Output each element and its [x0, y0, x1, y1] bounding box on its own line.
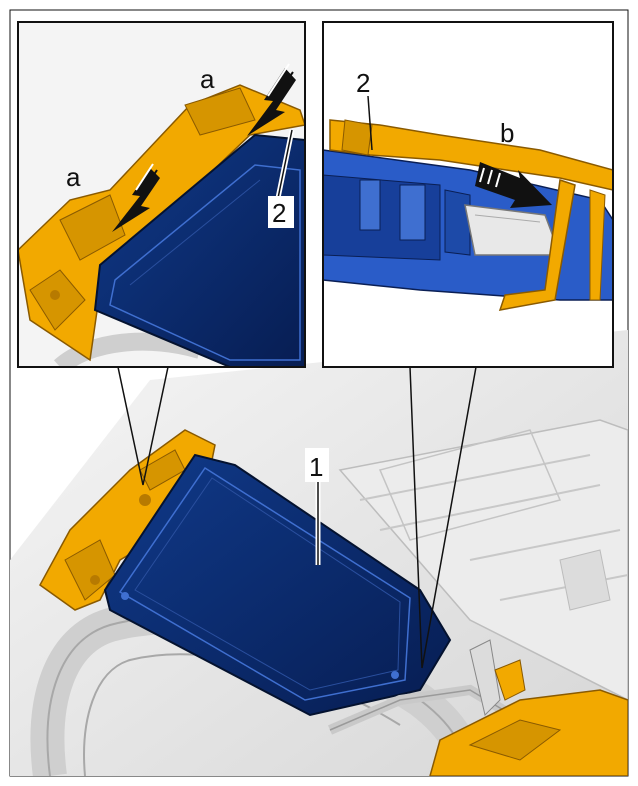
label-1: 1	[309, 452, 323, 482]
detail-panel-left	[18, 22, 305, 367]
press-direction-arrow-icon	[247, 63, 296, 136]
label-2-right: 2	[356, 68, 370, 98]
callout-pointer-right	[409, 366, 477, 669]
label-a-upper: a	[200, 64, 215, 94]
slide-direction-arrow-icon	[475, 162, 552, 208]
bracket-detail-right	[329, 119, 613, 191]
label-2-left: 2	[272, 198, 286, 228]
label-b: b	[500, 118, 514, 148]
bracket-detail-left	[18, 84, 305, 362]
label-a-lower: a	[66, 162, 81, 192]
detail-frame-right	[322, 21, 614, 368]
callout-pointer-left	[117, 366, 169, 486]
module-detail-left	[93, 133, 305, 367]
detail-frame-left	[17, 21, 306, 368]
detail-panel-right	[323, 22, 613, 367]
press-direction-arrow-icon	[112, 163, 160, 232]
control-module	[103, 453, 452, 717]
